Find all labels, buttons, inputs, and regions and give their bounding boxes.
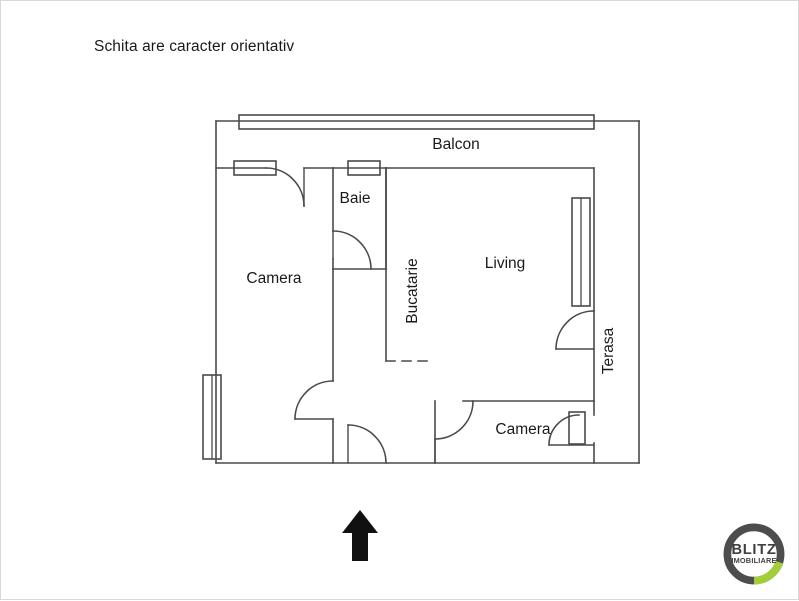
window-camera2-right: [568, 411, 586, 445]
logo-ring: [723, 523, 785, 585]
door-arc-camera2-terasa: [548, 414, 580, 446]
door-arc-camera-1: [265, 167, 305, 207]
logo-brand-bottom: IMOBILIARE: [731, 556, 776, 565]
room-label-bucatarie: Bucatarie: [404, 258, 421, 323]
door-arc-camera2-terasa-x: [556, 438, 594, 443]
window-camera-top: [233, 160, 277, 176]
room-label-camera-1: Camera: [246, 270, 302, 287]
room-label-balcon: Balcon: [432, 136, 479, 153]
door-arc-entry: [347, 424, 387, 464]
logo-inner-disc: [731, 531, 777, 577]
blitz-imobiliare-logo: BLITZ IMOBILIARE: [723, 523, 785, 585]
balcon-slab: [238, 114, 595, 130]
door-arc-camera-2: [434, 400, 474, 440]
door-arc-baie: [332, 230, 372, 270]
room-label-terasa: Terasa: [600, 327, 617, 374]
door-arc-living-terasa: [555, 310, 595, 350]
window-baie-top: [347, 160, 381, 176]
room-label-camera-2: Camera: [495, 421, 551, 438]
logo-brand-top: BLITZ: [731, 542, 776, 558]
entrance-arrow-icon: [342, 510, 378, 561]
room-label-baie: Baie: [339, 190, 370, 207]
room-label-living: Living: [485, 255, 526, 272]
door-arc-camera-hall: [294, 380, 334, 420]
logo-accent-arc: [753, 560, 784, 585]
page-title: Schita are caracter orientativ: [94, 38, 295, 55]
